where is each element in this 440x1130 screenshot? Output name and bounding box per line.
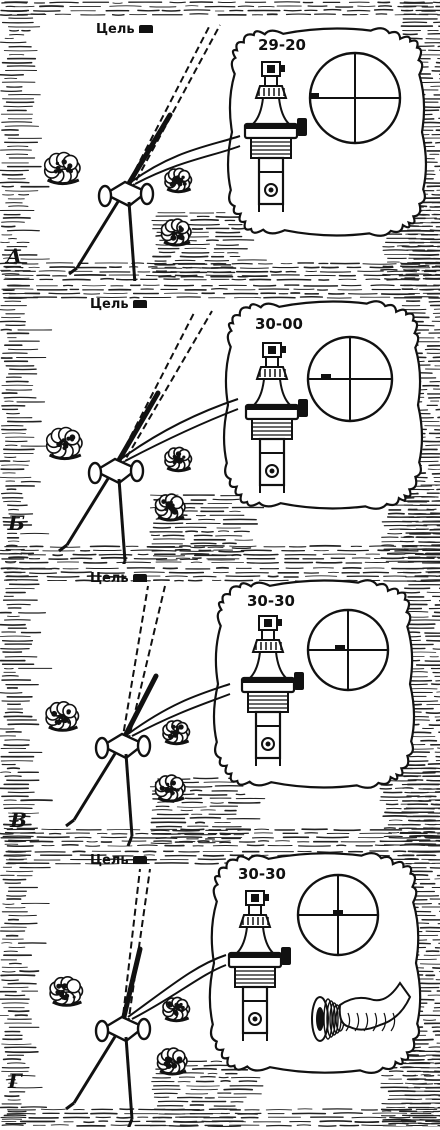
sight-callout-bubble: [222, 300, 424, 510]
field-gun-icon: [65, 946, 152, 1127]
target-tank-icon: [138, 24, 153, 33]
target-tank-icon: [132, 573, 147, 582]
panel-letter: Г: [8, 1069, 22, 1093]
bush-icon: [164, 167, 193, 194]
callout-leader: [131, 693, 231, 737]
target-label: Цель: [90, 853, 147, 868]
angle-reading: 30-30: [247, 592, 295, 610]
aiming-line: [121, 585, 149, 743]
panoramic-sight-icon: [243, 61, 307, 212]
target-tank-icon: [132, 855, 147, 864]
callout-leader: [120, 398, 239, 460]
bush-icon: [162, 719, 191, 746]
aiming-line: [114, 310, 196, 468]
callout-leader: [127, 683, 231, 735]
panel-a: Цель 29-20 А: [0, 0, 440, 281]
callout-leader: [130, 135, 241, 183]
target-tank-icon: [321, 374, 331, 380]
sight-reticle-icon: [296, 873, 380, 957]
gun-scene: [45, 585, 231, 847]
panel-b-drawing: [0, 284, 440, 564]
target-label: Цель: [90, 571, 147, 586]
field-gun-icon: [65, 673, 159, 847]
target-label: Цель: [96, 22, 153, 37]
aiming-line: [120, 310, 213, 468]
panel-a-drawing: [0, 1, 440, 281]
bush-icon: [154, 493, 186, 522]
target-tank-icon: [132, 299, 147, 308]
aiming-line: [130, 24, 221, 191]
sight-reticle-icon: [306, 335, 394, 423]
panel-b: Цель 30-00 Б: [0, 283, 440, 564]
gun-scene: [45, 310, 239, 564]
bush-icon: [160, 218, 192, 247]
callout-leader: [134, 145, 241, 185]
aiming-line: [124, 24, 211, 191]
ground-hatching: [0, 566, 440, 847]
angle-reading: 30-30: [238, 865, 286, 883]
panoramic-sight-icon: [240, 615, 304, 766]
hand-turning-knob-icon: [311, 981, 412, 1042]
panel-letter: А: [6, 244, 23, 268]
callout-leader: [124, 408, 239, 462]
target-tank-icon: [335, 645, 345, 651]
bush-icon: [45, 426, 83, 461]
aiming-line: [121, 868, 141, 1026]
bush-icon: [164, 446, 193, 473]
bush-icon: [154, 774, 186, 803]
target-label: Цель: [90, 297, 147, 312]
bush-icon: [162, 996, 191, 1023]
bush-icon: [43, 151, 81, 186]
panel-letter: В: [10, 808, 27, 832]
sight-callout-bubble: [208, 852, 422, 1074]
panel-d: Цель 30-30 Г: [0, 849, 440, 1130]
angle-reading: 30-00: [255, 315, 303, 333]
sight-callout-bubble: [212, 579, 416, 789]
ground-hatching: [0, 284, 440, 564]
bush-icon: [156, 1047, 188, 1076]
panel-letter: Б: [8, 511, 26, 535]
panel-d-drawing: [0, 850, 440, 1127]
bush-icon: [49, 975, 84, 1007]
panel-c: Цель 30-30 В: [0, 566, 440, 847]
callout-leader: [131, 964, 227, 1020]
target-tank-icon: [309, 93, 319, 99]
callout-leader: [127, 954, 227, 1018]
panoramic-sight-icon: [227, 890, 291, 1041]
field-gun-icon: [58, 390, 161, 564]
sight-reticle-icon: [308, 51, 402, 145]
sight-callout-bubble: [226, 27, 428, 237]
panel-c-drawing: [0, 566, 440, 847]
target-tank-icon: [333, 910, 343, 916]
sight-reticle-icon: [306, 608, 390, 692]
field-gun-icon: [68, 112, 173, 281]
bush-icon: [45, 700, 80, 732]
angle-reading: 29-20: [258, 36, 306, 54]
gun-scene: [49, 868, 227, 1127]
panoramic-sight-icon: [244, 342, 308, 493]
gun-scene: [43, 24, 241, 281]
